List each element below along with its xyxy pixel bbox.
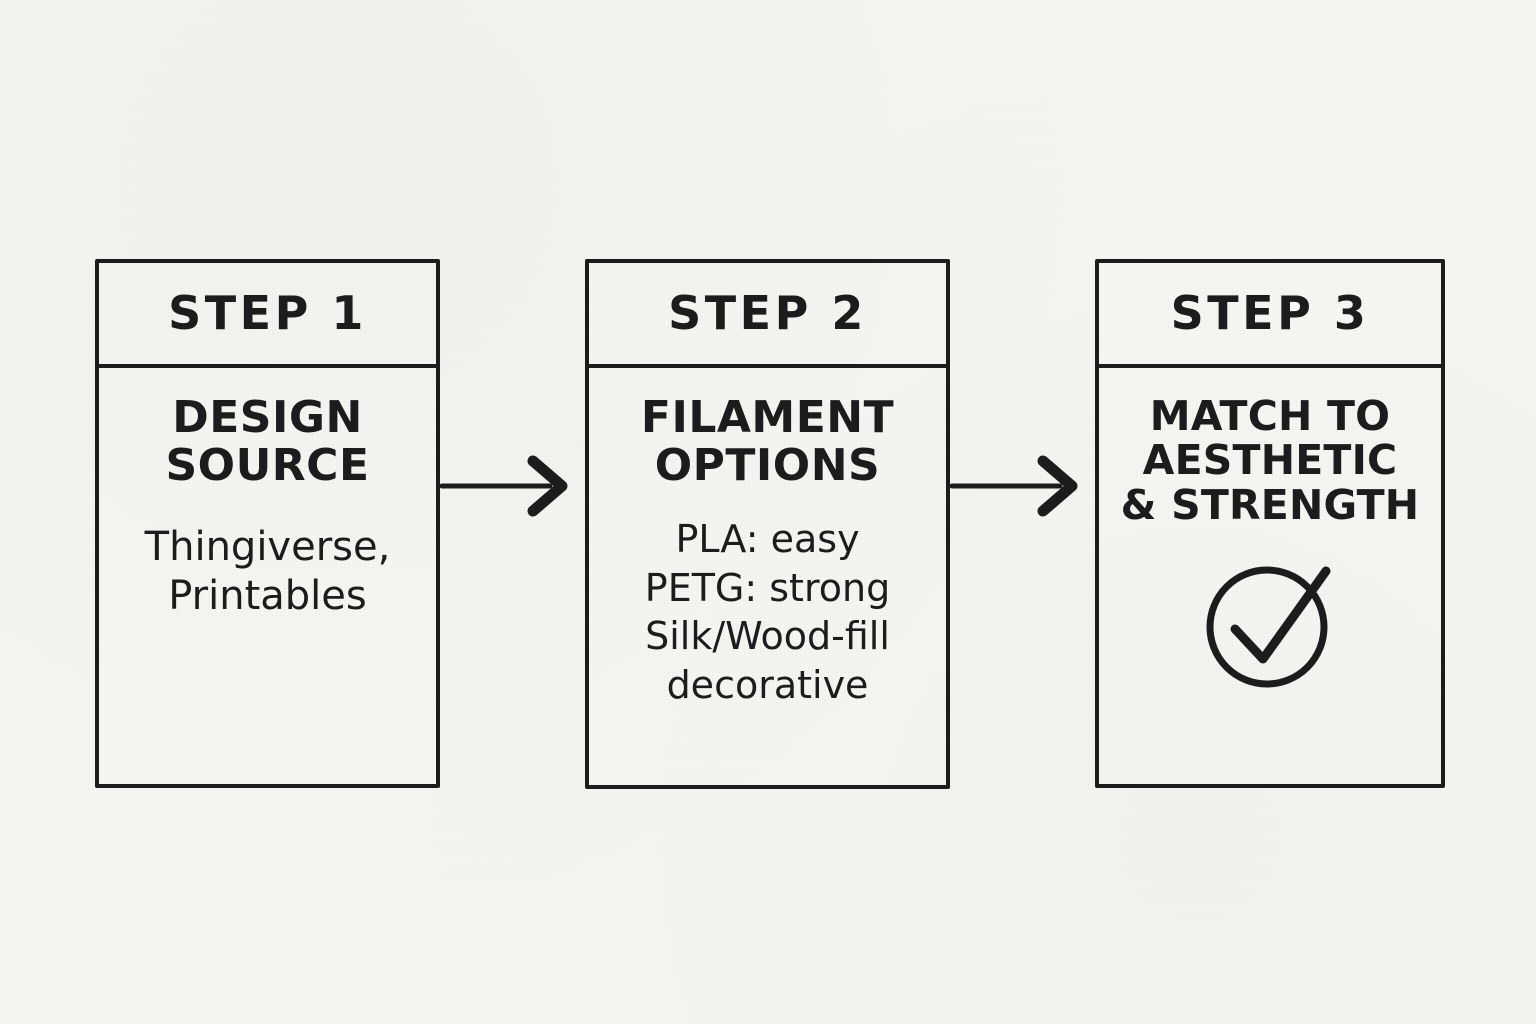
step-card-1-body: DESIGN SOURCE Thingiverse, Printables xyxy=(99,368,436,784)
list-item: PLA: easy xyxy=(675,517,860,562)
list-item: PETG: strong xyxy=(644,565,891,610)
list-item: decorative xyxy=(666,662,869,707)
step-card-3[interactable]: STEP 3 MATCH TO AESTHETIC & STRENGTH xyxy=(1095,259,1445,788)
step-card-3-title: MATCH TO AESTHETIC & STRENGTH xyxy=(1120,392,1420,529)
arrow-step1-to-step2-icon xyxy=(440,455,568,517)
step-card-1[interactable]: STEP 1 DESIGN SOURCE Thingiverse, Printa… xyxy=(95,259,440,788)
step-card-1-header-label: STEP 1 xyxy=(168,285,367,340)
step-card-3-header-label: STEP 3 xyxy=(1170,285,1370,340)
step-card-3-header: STEP 3 xyxy=(1099,263,1441,368)
step-card-2-header-label: STEP 2 xyxy=(668,285,867,340)
step-card-1-header: STEP 1 xyxy=(99,263,436,368)
arrow-step2-to-step3-icon xyxy=(950,455,1078,517)
step-card-1-subtext: Thingiverse, Printables xyxy=(144,524,391,619)
check-circle-icon xyxy=(1206,566,1331,688)
step-card-3-body: MATCH TO AESTHETIC & STRENGTH xyxy=(1099,368,1441,784)
step-card-1-title: DESIGN SOURCE xyxy=(165,392,370,491)
step-card-2-body: FILAMENT OPTIONS PLA: easy PETG: strong … xyxy=(589,368,946,785)
filament-options-list: PLA: easy PETG: strong Silk/Wood-fill de… xyxy=(603,515,932,710)
step-card-2-title: FILAMENT OPTIONS xyxy=(640,392,895,491)
step-card-2-header: STEP 2 xyxy=(589,263,946,368)
step-card-2[interactable]: STEP 2 FILAMENT OPTIONS PLA: easy PETG: … xyxy=(585,259,950,789)
list-item: Silk/Wood-fill xyxy=(645,614,890,659)
